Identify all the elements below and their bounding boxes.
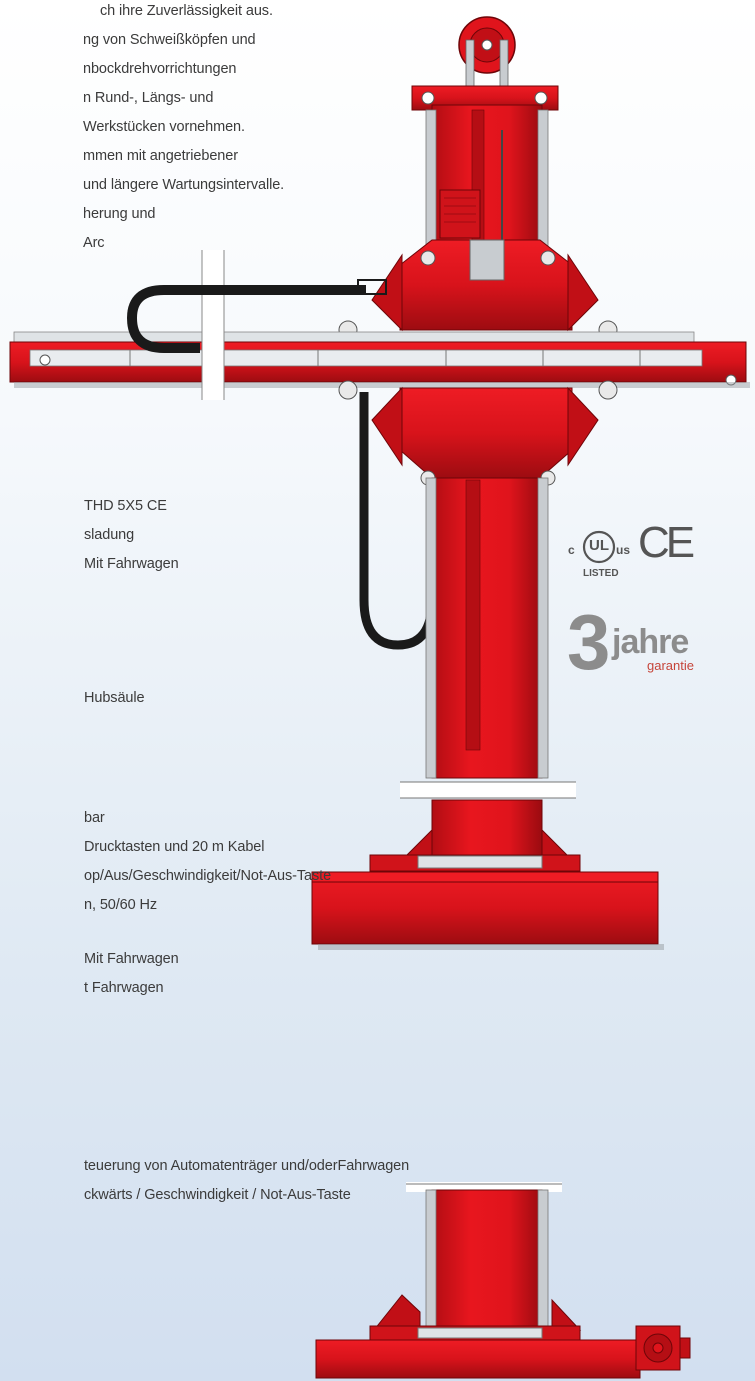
text-line: Werkstücken vornehmen. xyxy=(83,119,245,135)
text-line: Drucktasten und 20 m Kabel xyxy=(84,839,265,855)
text-line: mmen mit angetriebener xyxy=(83,148,238,164)
text-line: und längere Wartungsintervalle. xyxy=(83,177,285,193)
text-line: bar xyxy=(84,810,105,826)
text-line: teuerung von Automatenträger und/oderFah… xyxy=(84,1158,410,1174)
text-line: Hubsäule xyxy=(84,690,145,706)
ul-listed-badge: c UL us xyxy=(568,525,630,585)
text-line: Mit Fahrwagen xyxy=(84,556,179,572)
text-line: ng von Schweißköpfen und xyxy=(83,32,256,48)
text-line: t Fahrwagen xyxy=(84,980,164,996)
text-line: Arc xyxy=(83,235,105,251)
text-line: nbockdrehvorrichtungen xyxy=(83,61,237,77)
top-pulley xyxy=(458,16,516,91)
text-line: n, 50/60 Hz xyxy=(84,897,158,913)
ul-c-label: c xyxy=(568,543,575,557)
warranty-word: jahre xyxy=(612,623,689,661)
text-line: herung und xyxy=(83,206,156,222)
ul-label: UL xyxy=(589,537,609,554)
ul-us-label: us xyxy=(616,543,631,557)
warranty-years: 3 xyxy=(567,598,611,686)
text-line: op/Aus/Geschwindigkeit/Not-Aus-Taste xyxy=(84,868,332,884)
text-line: n Rund-, Längs- und xyxy=(83,90,214,106)
text-line: sladung xyxy=(84,527,135,543)
ce-mark: CE xyxy=(638,518,695,567)
text-line: Mit Fahrwagen xyxy=(84,951,179,967)
warranty-sub: garantie xyxy=(647,658,694,673)
text-line: ckwärts / Geschwindigkeit / Not-Aus-Tast… xyxy=(84,1187,351,1203)
ul-listed-label: LISTED xyxy=(583,568,619,579)
text-line: ch ihre Zuverlässigkeit aus. xyxy=(100,3,273,19)
model-name: THD 5X5 CE xyxy=(84,498,167,514)
